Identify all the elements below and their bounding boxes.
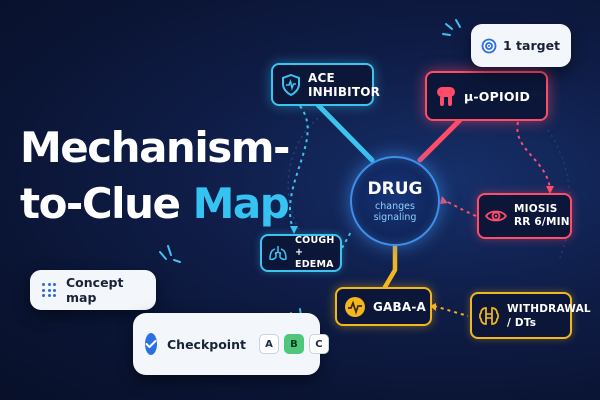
arrowhead [546, 186, 554, 194]
ace-label-line-2: INHIBITOR [308, 84, 381, 99]
miosis-label-line-1: MIOSIS [514, 203, 558, 215]
receptor-icon [437, 87, 455, 106]
node-gaba-a[interactable]: GABA-A [335, 287, 432, 326]
decorative-arc [287, 117, 319, 233]
connector-ace-drug [315, 102, 375, 163]
option-a[interactable]: A [258, 334, 279, 354]
concept-map-card[interactable]: Concept map [30, 270, 156, 310]
check-icon [145, 333, 157, 355]
drug-subtitle-line-1: changes [375, 201, 415, 212]
checkpoint-card: Checkpoint A B C [133, 313, 329, 375]
connector-drug-gaba [382, 243, 398, 290]
drug-center-node[interactable]: DRUG changes signaling [350, 156, 440, 246]
arrowhead [290, 226, 298, 234]
grid-dots-icon [42, 283, 56, 297]
node-mu-opioid[interactable]: μ-OPIOID [425, 71, 548, 121]
answer-options: A B C [254, 334, 329, 354]
brain-icon [479, 306, 499, 325]
mu-opioid-label: μ-OPIOID [464, 88, 531, 104]
node-withdrawal[interactable]: WITHDRAWAL / DTs [470, 292, 591, 339]
page-title: Mechanism- to-Clue Map [20, 120, 290, 232]
miosis-label-line-2: RR 6/MIN [514, 216, 570, 228]
checkpoint-label: Checkpoint [167, 336, 246, 352]
option-b-selected[interactable]: B [283, 334, 304, 354]
wave-icon [345, 296, 365, 317]
drug-subtitle-line-2: signaling [373, 212, 417, 223]
drug-title: DRUG [367, 179, 423, 199]
node-miosis[interactable]: MIOSIS RR 6/MIN [477, 193, 572, 239]
withdrawal-label-line-1: WITHDRAWAL [507, 302, 591, 315]
target-label: 1 target [503, 38, 561, 53]
cough-label: COUGH + EDEMA [295, 235, 340, 271]
sparkle-decoration [159, 245, 181, 263]
option-c[interactable]: C [308, 334, 329, 354]
title-accent-word: Map [192, 179, 290, 228]
node-cough-edema[interactable]: COUGH + EDEMA [260, 234, 342, 272]
connector-cough-drug [341, 229, 353, 249]
cough-label-line-1: COUGH [295, 235, 335, 246]
title-line-2: to-Clue Map [20, 176, 290, 232]
connector-ace-cough [288, 105, 309, 233]
eye-icon [485, 210, 507, 222]
sparkle-decoration [442, 19, 461, 36]
connector-mu-drug [417, 117, 463, 163]
title-line-2-prefix: to-Clue [20, 179, 181, 228]
title-line-1: Mechanism- [20, 123, 290, 172]
arrowhead [440, 196, 448, 204]
target-icon [481, 38, 497, 53]
miosis-label: MIOSIS RR 6/MIN [514, 203, 570, 229]
connector-mu-miosis [516, 121, 551, 191]
ace-label: ACE INHIBITOR [308, 71, 380, 99]
drug-subtitle: changes signaling [374, 201, 417, 223]
gaba-label: GABA-A [373, 299, 427, 314]
connector-miosis-drug [443, 199, 477, 217]
connector-gaba-withdrawal [433, 305, 469, 317]
cough-label-line-2: + EDEMA [295, 247, 334, 270]
node-ace-inhibitor[interactable]: ACE INHIBITOR [271, 63, 380, 106]
concept-map-label: Concept map [66, 275, 124, 305]
lungs-icon [269, 246, 287, 261]
shield-heartbeat-icon [282, 73, 300, 96]
withdrawal-label: WITHDRAWAL / DTs [507, 302, 591, 330]
arrowhead [430, 303, 436, 311]
target-card[interactable]: 1 target [471, 24, 571, 67]
withdrawal-label-line-2: / DTs [507, 316, 537, 329]
ace-label-line-1: ACE [308, 70, 335, 85]
